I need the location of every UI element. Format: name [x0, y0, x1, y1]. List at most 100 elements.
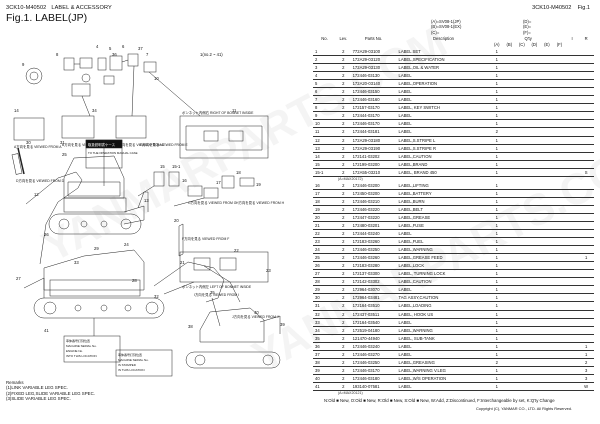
row-i [565, 237, 579, 247]
row-qty-a: 1 [490, 374, 504, 383]
row-qty-e [540, 261, 554, 271]
row-qty-a: 1 [490, 229, 504, 239]
row-no: 1 [313, 48, 336, 57]
row-qty-b [503, 205, 516, 214]
row-qty-d [528, 342, 541, 351]
row-qty-e [540, 95, 554, 105]
row-description: LABEL [396, 229, 491, 239]
row-i [565, 253, 579, 263]
callout-16: 16 [182, 178, 187, 183]
model-code: (E)= [523, 24, 532, 30]
row-r [578, 181, 594, 190]
callout-1: 1(no.2 ~ 41) [200, 52, 223, 57]
row-qty-b [503, 71, 516, 81]
row-part-number: 172446-03130 [350, 71, 397, 81]
row-description: LABEL, BRAND 450 [396, 168, 491, 177]
row-no: 17 [313, 189, 336, 198]
row-qty-c [515, 350, 529, 359]
row-description: LABEL,S.STRIPE R [396, 144, 491, 153]
row-qty-c [515, 95, 529, 105]
row-no: 15-1 [313, 168, 336, 177]
row-lev: 2 [335, 152, 351, 161]
view-caption-b: B方向を見る VIEWED FROM B [62, 142, 110, 147]
col-description-header: Description [433, 36, 454, 41]
row-qty-f [553, 48, 566, 57]
row-r [578, 71, 594, 81]
row-qty-e [540, 253, 554, 263]
row-qty-a: 1 [490, 136, 504, 145]
row-no: 12 [313, 136, 336, 145]
row-qty-d [528, 79, 541, 89]
row-qty-a: 1 [490, 342, 504, 351]
row-qty-d [528, 269, 541, 279]
row-qty-c [515, 374, 529, 383]
row-lev: 2 [335, 144, 351, 153]
row-i [565, 277, 579, 287]
row-part-number: 172A29-03190 [350, 144, 397, 153]
row-qty-d [528, 261, 541, 271]
callout-40: 40 [254, 310, 259, 315]
remark-line: (1)LINK VARIABLE LEG SPEC. [6, 385, 68, 391]
row-qty-c [515, 245, 529, 255]
callout-10: 10 [154, 76, 159, 81]
row-qty-a: 1 [490, 310, 504, 319]
row-r [578, 277, 594, 287]
row-r: 1 [578, 253, 594, 263]
model-code: (C)= [431, 29, 440, 35]
row-lev: 2 [335, 197, 351, 206]
row-r [578, 318, 594, 327]
row-qty-e [540, 318, 554, 327]
remarks: Remarks (1)LINK VARIABLE LEG SPEC. (2)FI… [6, 380, 95, 402]
row-qty-b [503, 237, 516, 247]
callout-24: 24 [124, 242, 129, 247]
copyright: Copyright (C), YANMAR CO., LTD. All Righ… [476, 406, 572, 411]
row-qty-c [515, 269, 529, 279]
serial-line: ENGINE No. [66, 349, 83, 353]
row-qty-f [553, 326, 566, 335]
row-no: 5 [313, 79, 336, 89]
row-r [578, 301, 594, 311]
row-part-number: 172447-03220 [350, 213, 397, 222]
row-qty-e [540, 277, 554, 287]
row-lev: 2 [335, 48, 351, 57]
view-caption-d: D方向を見る VIEWED FROM D [16, 178, 65, 183]
row-qty-e [540, 374, 554, 383]
row-qty-b [503, 95, 516, 105]
row-qty-c [515, 253, 529, 263]
row-i [565, 366, 579, 375]
row-qty-b [503, 366, 516, 375]
callout-39: 39 [280, 322, 285, 327]
manual-case-jp: 取扱説明書ケース [88, 142, 116, 147]
model-code: (D)= [523, 19, 532, 24]
row-qty-b [503, 382, 516, 391]
row-part-number: 172446-03180 [350, 374, 397, 383]
row-description: TAG ASSY,CAUTION [396, 293, 491, 303]
row-qty-d [528, 285, 541, 295]
view-caption-c: C方向を見る VIEWED FROM C [116, 142, 165, 147]
row-i [565, 285, 579, 295]
row-part-number: 172444-03240 [350, 229, 397, 239]
row-description: LABEL,FUEL [396, 237, 491, 247]
qty-col-e: (E) [544, 42, 550, 47]
row-qty-c [515, 213, 529, 222]
row-qty-b [503, 253, 516, 263]
row-lev: 2 [335, 334, 351, 343]
row-qty-e [540, 285, 554, 295]
row-part-number: 172446-03260 [350, 253, 397, 263]
row-part-number: 772A29-03100 [350, 48, 397, 57]
row-qty-a: 1 [490, 382, 504, 391]
row-qty-d [528, 103, 541, 113]
row-qty-a: 1 [490, 334, 504, 343]
row-i [565, 350, 579, 359]
row-qty-a: 1 [490, 245, 504, 255]
row-qty-a: 1 [490, 111, 504, 121]
row-qty-b [503, 160, 516, 169]
row-qty-d [528, 374, 541, 383]
row-r [578, 136, 594, 145]
row-no: 30 [313, 293, 336, 303]
row-no: 22 [313, 229, 336, 239]
